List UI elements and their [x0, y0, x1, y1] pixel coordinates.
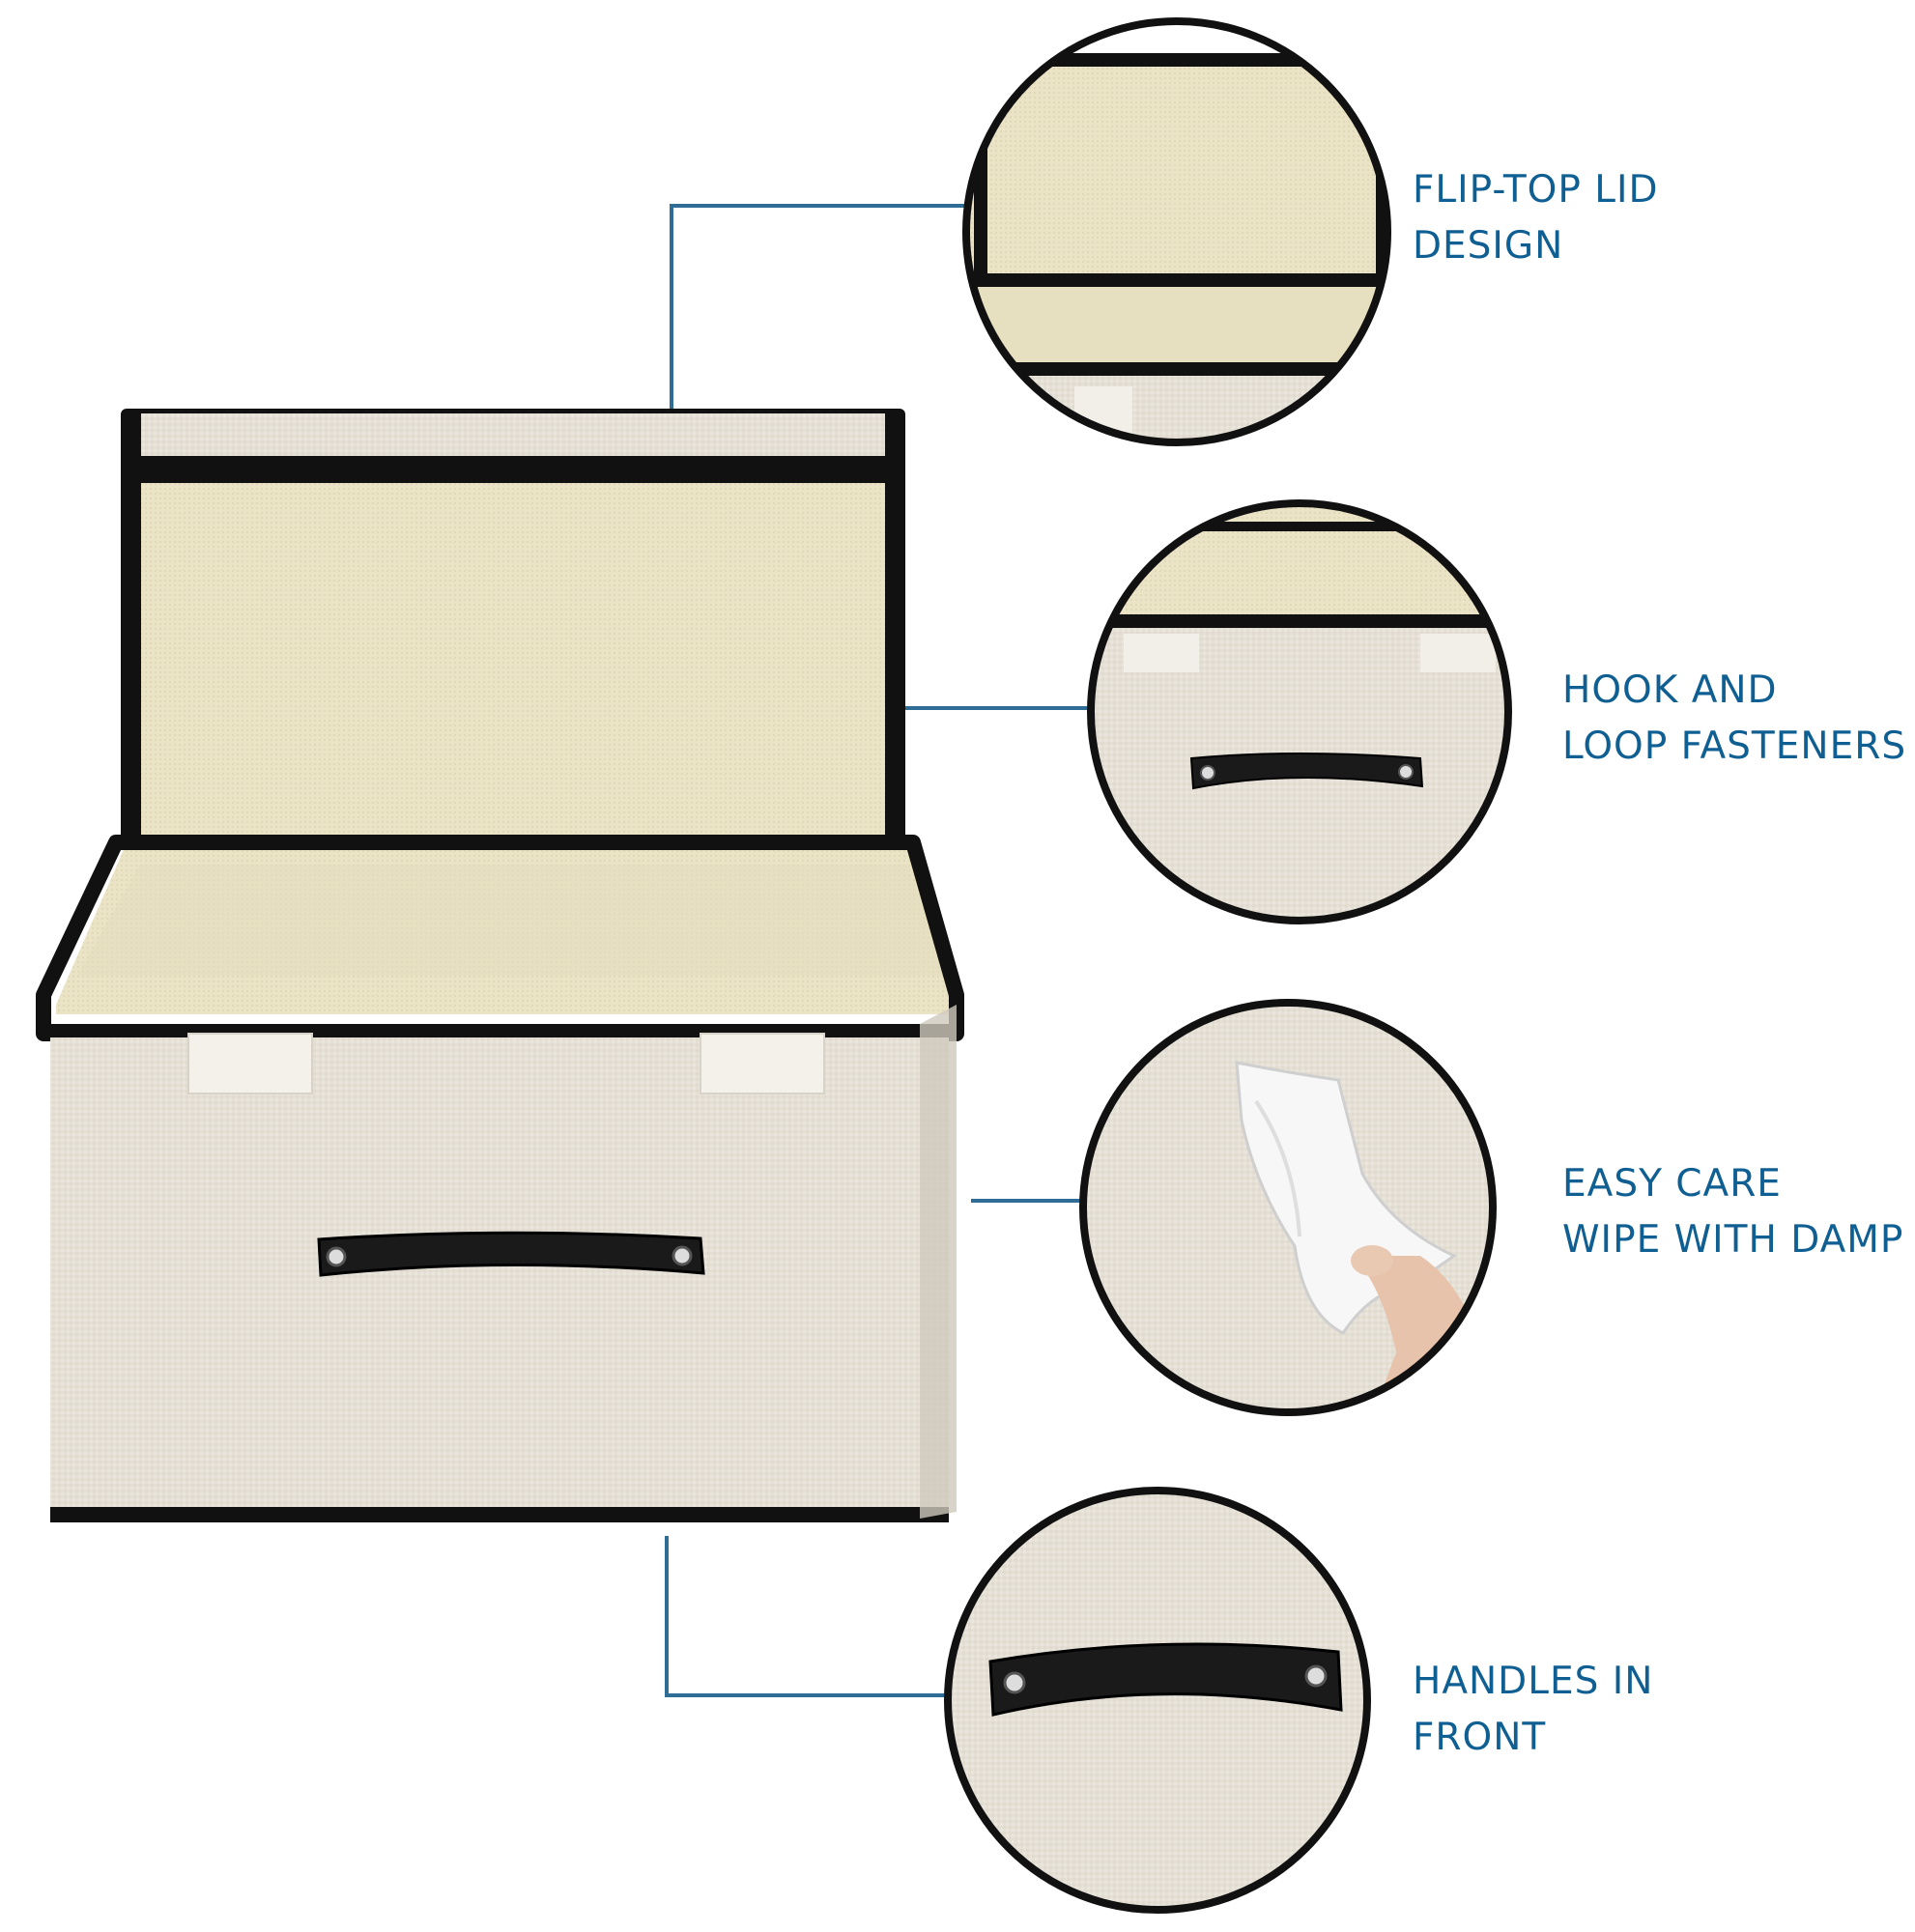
- feature-fasteners-line2: LOOP FASTENERS: [1562, 724, 1907, 768]
- storage-box: [36, 409, 964, 1522]
- feature-label-fasteners: HOOK AND LOOP FASTENERS: [1562, 663, 1906, 775]
- feature-lid-line2: DESIGN: [1413, 224, 1564, 268]
- wipe-closeup-icon: [1079, 999, 1497, 1416]
- feature-care-line2: WIPE WITH DAMP: [1562, 1218, 1904, 1262]
- feature-label-handles: HANDLES IN FRONT: [1413, 1654, 1653, 1766]
- feature-label-easy-care: EASY CARE WIPE WITH DAMP: [1562, 1156, 1903, 1268]
- feature-handles-line2: FRONT: [1413, 1716, 1547, 1759]
- box-lid: [121, 409, 905, 841]
- connector-handle: [665, 1536, 949, 1697]
- feature-label-lid: FLIP-TOP LID DESIGN: [1413, 162, 1659, 274]
- feature-lid-line1: FLIP-TOP LID: [1413, 168, 1659, 212]
- box-handle: [317, 1231, 705, 1277]
- fastener-closeup-icon: [1087, 499, 1512, 924]
- feature-handles-line1: HANDLES IN: [1413, 1660, 1654, 1703]
- feature-care-line1: EASY CARE: [1562, 1162, 1782, 1206]
- box-front: [50, 1024, 949, 1519]
- fastener-tab-right: [700, 1033, 825, 1094]
- connector-lines: [665, 204, 1090, 1697]
- lid-closeup-icon: [962, 17, 1391, 446]
- connector-lid: [670, 204, 966, 411]
- fastener-tab-left: [187, 1033, 313, 1094]
- handle-closeup-icon: [944, 1487, 1371, 1914]
- feature-fasteners-line1: HOOK AND: [1562, 668, 1778, 712]
